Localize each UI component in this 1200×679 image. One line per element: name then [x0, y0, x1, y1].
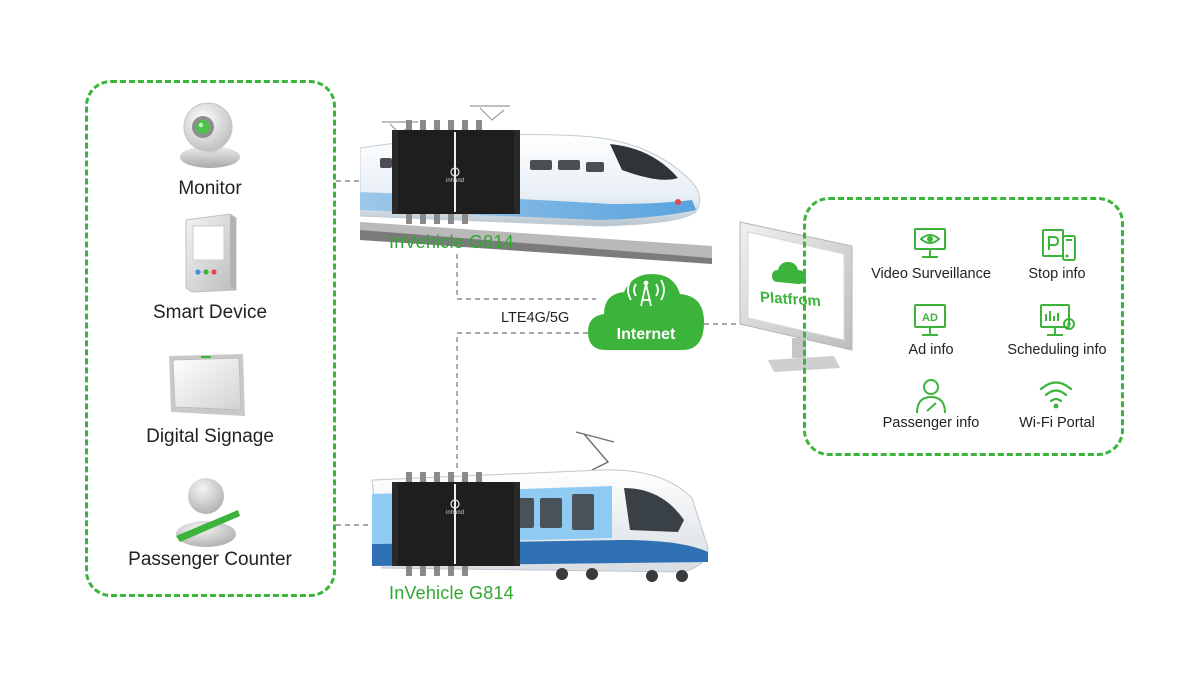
service-label-ad-info: Ad info [908, 342, 954, 358]
passenger-counter-icon [176, 478, 240, 547]
gateway-brand-tram: inhand [445, 510, 465, 516]
wifi-portal-icon [1039, 381, 1073, 409]
service-label-scheduling-info: Scheduling info [1007, 342, 1107, 358]
ad-info-icon: AD [914, 304, 946, 336]
stop-info-icon [1042, 229, 1076, 261]
connector-train-gateway-to-internet [456, 254, 596, 300]
device-label-smart-device: Smart Device [152, 302, 268, 323]
gateway-label-train: InVehicle G814 [389, 232, 514, 252]
services-panel [803, 197, 1124, 456]
ad-icon-text: AD [922, 312, 938, 324]
internet-label: Internet [616, 326, 676, 343]
video-surveillance-icon [914, 228, 946, 258]
device-label-digital-signage: Digital Signage [146, 426, 274, 447]
service-label-passenger-info: Passenger info [882, 415, 980, 431]
device-label-passenger-counter: Passenger Counter [128, 549, 292, 570]
service-label-video-surveillance: Video Surveillance [871, 266, 991, 282]
service-label-wifi-portal: Wi-Fi Portal [1019, 415, 1095, 431]
connector-tram-gateway-to-internet [456, 332, 596, 468]
internet-cloud-icon [588, 274, 704, 350]
digital-signage-icon [169, 354, 245, 416]
scheduling-info-icon [1040, 304, 1075, 336]
service-label-stop-info: Stop info [1028, 266, 1086, 282]
platform-monitor-icon [739, 221, 853, 372]
dome-camera-icon [180, 102, 240, 168]
device-label-monitor: Monitor [178, 178, 242, 199]
gateway-label-tram: InVehicle G814 [389, 583, 514, 603]
smart-device-icon [185, 213, 237, 293]
network-link-label: LTE4G/5G [501, 310, 570, 326]
gateway-device-tram [392, 472, 520, 576]
passenger-info-icon [916, 379, 946, 414]
device-panel [85, 80, 336, 597]
gateway-brand-train: inhand [445, 178, 465, 184]
gateway-device-train [392, 120, 520, 224]
